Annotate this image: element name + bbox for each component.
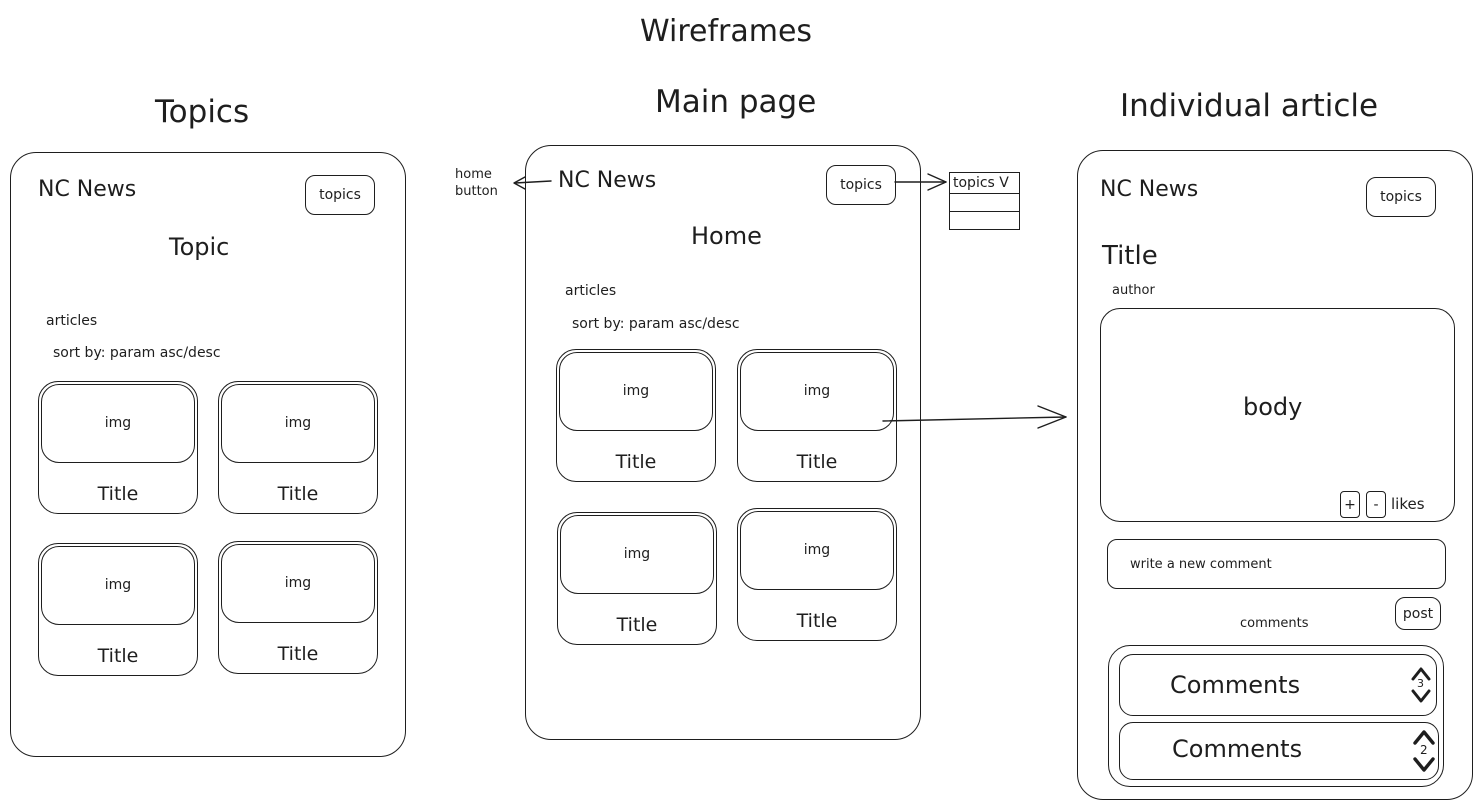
article-logo[interactable]: NC News <box>1100 177 1199 202</box>
sort-label[interactable]: sort by: param asc/desc <box>572 316 740 332</box>
vote-arrows-icon[interactable]: 3 <box>1410 663 1432 707</box>
article-image: img <box>740 352 894 431</box>
article-image: img <box>221 384 375 463</box>
article-card[interactable]: img Title <box>218 541 378 674</box>
vote-arrows-icon[interactable]: 2 <box>1412 727 1436 775</box>
article-card[interactable]: img Title <box>737 349 897 482</box>
topics-logo[interactable]: NC News <box>38 177 137 202</box>
article-title: Title <box>277 643 319 665</box>
comment-input[interactable]: write a new comment <box>1107 539 1446 589</box>
article-image: img <box>41 546 195 625</box>
vote-count: 2 <box>1420 743 1428 757</box>
article-title: Title <box>97 645 139 667</box>
home-arrow-head <box>513 176 526 190</box>
article-card[interactable]: img Title <box>737 508 897 641</box>
article-title: Title <box>796 451 838 473</box>
comment-input-placeholder: write a new comment <box>1130 557 1272 572</box>
individual-article-heading: Individual article <box>1120 88 1379 124</box>
article-arrow-head <box>1037 405 1067 429</box>
article-title: Title <box>277 483 319 505</box>
topics-dropdown-label[interactable]: topics V <box>949 172 1020 194</box>
dropdown-option[interactable] <box>949 194 1020 212</box>
post-button[interactable]: post <box>1395 597 1441 630</box>
article-title: Title <box>1102 241 1158 271</box>
topics-dropdown[interactable]: topics V <box>949 172 1020 230</box>
article-card[interactable]: img Title <box>38 543 198 676</box>
topics-button[interactable]: topics <box>305 175 375 215</box>
article-wireframe: NC News topics Title author body + - lik… <box>1077 150 1473 800</box>
main-page-wireframe: NC News topics Home articles sort by: pa… <box>525 145 921 740</box>
downvote-button[interactable]: - <box>1366 491 1386 518</box>
article-body-text: body <box>1243 393 1303 421</box>
wireframes-title: Wireframes <box>640 14 813 49</box>
article-title: Title <box>616 614 658 636</box>
article-image: img <box>560 515 714 594</box>
comment-text: Comments <box>1170 671 1301 699</box>
comments-label: comments <box>1240 616 1309 631</box>
topics-wireframe: NC News topics Topic articles sort by: p… <box>10 152 406 757</box>
likes-label: likes <box>1391 495 1425 513</box>
dropdown-option[interactable] <box>949 212 1020 230</box>
article-card[interactable]: img Title <box>557 512 717 645</box>
main-page-heading: Main page <box>655 84 817 120</box>
home-arrow-line <box>514 180 552 184</box>
article-body: body + - likes <box>1100 308 1455 522</box>
article-title: Title <box>97 483 139 505</box>
main-logo[interactable]: NC News <box>558 168 657 193</box>
article-image: img <box>559 352 713 431</box>
article-arrow-line <box>882 416 1067 422</box>
dropdown-arrow-head <box>927 173 947 191</box>
article-card[interactable]: img Title <box>556 349 716 482</box>
article-title: Title <box>615 451 657 473</box>
article-title: Title <box>796 610 838 632</box>
topic-page-title: Topic <box>169 233 230 261</box>
comments-list: Comments 3 Comments 2 <box>1108 645 1444 787</box>
articles-label: articles <box>46 313 98 329</box>
upvote-button[interactable]: + <box>1340 491 1360 518</box>
article-author: author <box>1112 283 1155 298</box>
article-topics-button[interactable]: topics <box>1366 177 1436 217</box>
article-image: img <box>41 384 195 463</box>
articles-label: articles <box>565 283 617 299</box>
comment-item: Comments 2 <box>1119 722 1439 780</box>
comment-text: Comments <box>1172 735 1303 763</box>
home-button-note: home button <box>455 167 498 199</box>
article-image: img <box>740 511 894 590</box>
vote-count: 3 <box>1417 677 1424 690</box>
topics-heading: Topics <box>155 94 250 130</box>
comment-item: Comments 3 <box>1119 654 1437 716</box>
article-card[interactable]: img Title <box>38 381 198 514</box>
article-image: img <box>221 544 375 623</box>
article-card[interactable]: img Title <box>218 381 378 514</box>
sort-label[interactable]: sort by: param asc/desc <box>53 345 221 361</box>
home-page-title: Home <box>691 222 762 250</box>
main-topics-button[interactable]: topics <box>826 165 896 205</box>
